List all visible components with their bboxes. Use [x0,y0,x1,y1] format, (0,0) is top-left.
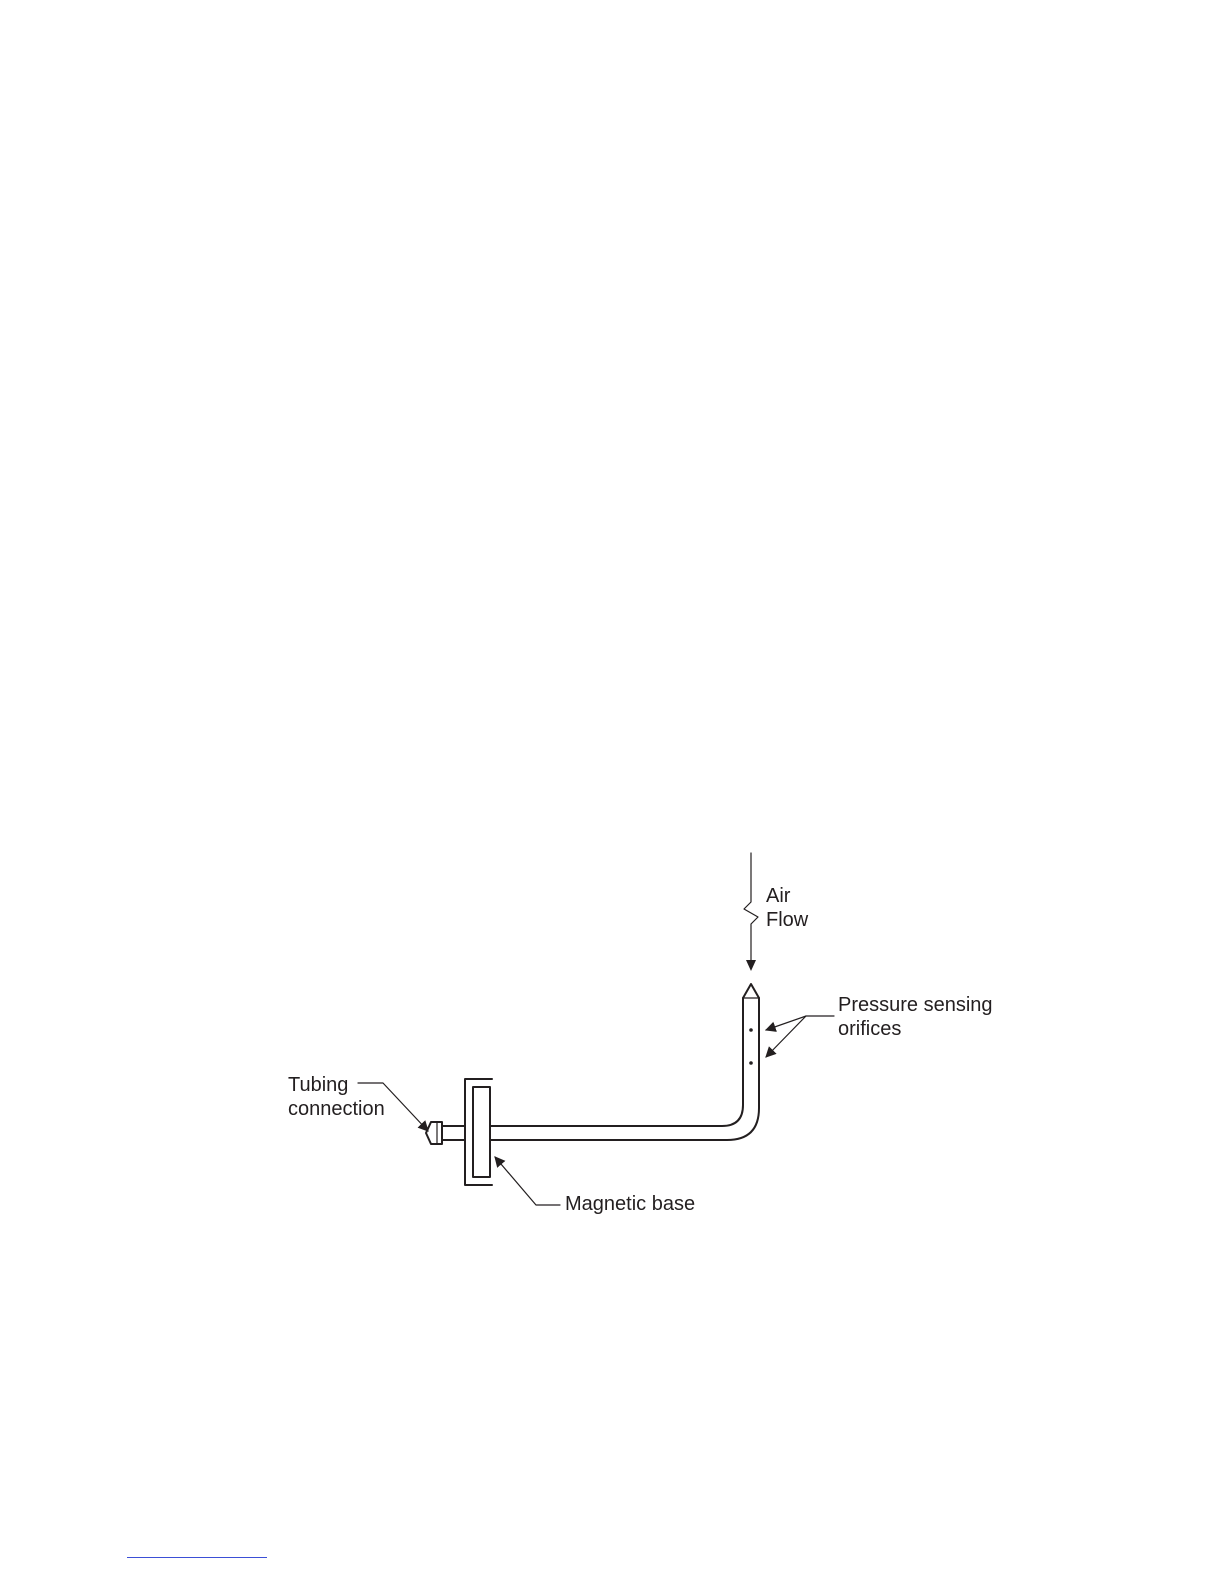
magnetic-base [465,1079,492,1185]
air-flow-arrow [744,853,758,971]
air-flow-label: Air [766,885,791,907]
pressure-leader [766,1016,834,1057]
probe-tip [743,984,759,998]
probe-tube [490,998,759,1140]
orifice-dot [749,1061,753,1065]
orifice-dot [749,1028,753,1032]
pressure-sensing-label: orifices [838,1018,901,1040]
footnote-rule [127,1557,267,1558]
tubing-connection-label: connection [288,1098,385,1120]
air-flow-label: Flow [766,909,809,931]
magnetic-base-label: Magnetic base [565,1193,695,1215]
magnetic-leader [495,1157,560,1205]
pressure-sensing-label: Pressure sensing [838,994,993,1016]
tubing-connector [426,1122,465,1144]
tubing-connection-label: Tubing [288,1074,348,1096]
